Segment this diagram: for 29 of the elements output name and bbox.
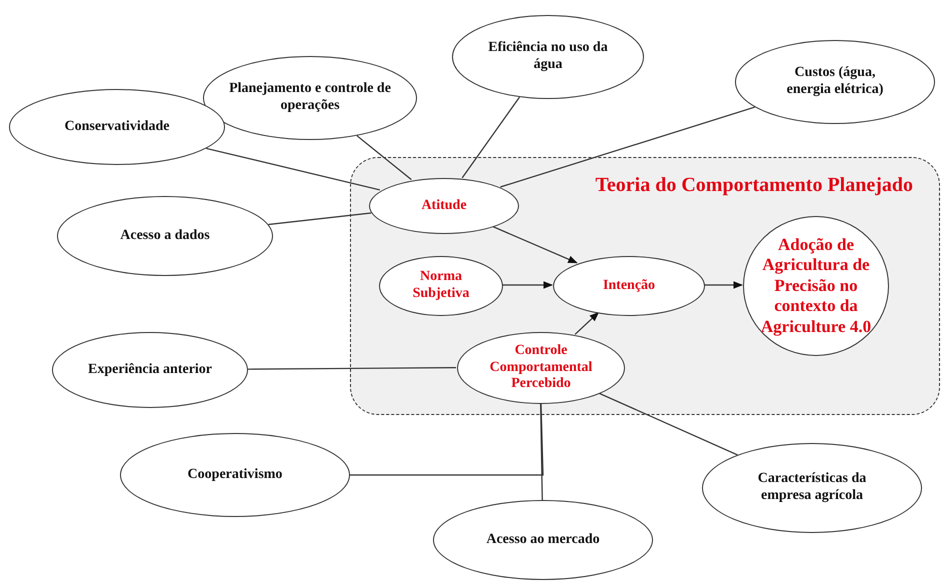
concept-label: Experiência anterior xyxy=(88,362,212,378)
connector-line xyxy=(350,402,544,476)
connector-line xyxy=(540,402,543,500)
arrow xyxy=(492,226,578,264)
connector-line xyxy=(248,367,456,370)
concept-label: Cooperativismo xyxy=(188,466,282,484)
connector-line xyxy=(356,135,412,180)
connector-line xyxy=(268,212,372,226)
arrow xyxy=(704,281,743,289)
concept-label: Características da empresa agrícola xyxy=(756,471,868,505)
arrow xyxy=(574,312,600,335)
concept-label: Intenção xyxy=(602,278,656,294)
concept-label: Atitude xyxy=(421,198,467,214)
concept-label: Eficiência no uso da água xyxy=(487,40,609,74)
concept-label: Controle Comportamental Percebido xyxy=(488,342,594,394)
connector-line xyxy=(206,148,380,190)
concept-label: Planejamento e controle de operações xyxy=(228,81,392,115)
concept-label: Acesso ao mercado xyxy=(486,532,600,548)
connector-line xyxy=(462,96,520,178)
concept-label: Norma Subjetiva xyxy=(412,269,470,303)
concept-label: Acesso a dados xyxy=(120,228,210,244)
dashed-group-box xyxy=(350,157,940,415)
connector-line xyxy=(500,106,756,188)
concept-label: Custos (água, energia elétrica) xyxy=(786,65,884,99)
connector-line xyxy=(598,392,738,456)
arrow xyxy=(502,281,553,289)
concept-label: Conservatividade xyxy=(64,118,170,136)
concept-label: Adoção de Agricultura de Precisão no contexto da Agriculture 4.0 xyxy=(760,235,872,337)
group-title: Teoria do Comportamento Planejado xyxy=(595,174,913,197)
